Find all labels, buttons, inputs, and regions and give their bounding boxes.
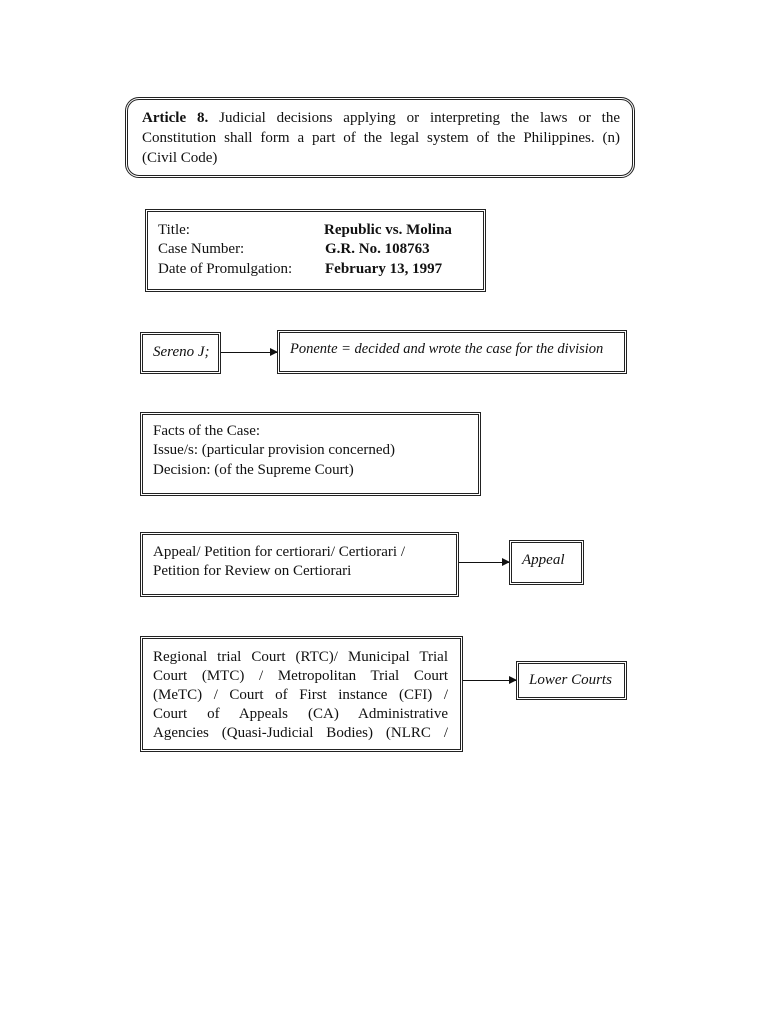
justice-box: Sereno J;	[140, 332, 221, 374]
justice-name: Sereno J;	[153, 344, 210, 360]
case-parts-box: Facts of the Case: Issue/s: (particular …	[140, 412, 481, 496]
article-line-1: Article 8. Judicial decisions applying o…	[142, 109, 620, 128]
appeal-arrow	[459, 558, 510, 566]
appeal-methods-line-2: Petition for Review on Certiorari	[153, 563, 352, 579]
case-number-value: G.R. No. 108763	[325, 241, 430, 257]
issues-label: Issue/s: (particular provision concerned…	[153, 442, 395, 458]
lower-courts-list-box: Regional trial Court (RTC)/ Municipal Tr…	[140, 636, 463, 752]
article-line-2: Constitution shall form a part of the le…	[142, 130, 620, 146]
ponente-box: Ponente = decided and wrote the case for…	[277, 330, 627, 374]
title-value: Republic vs. Molina	[324, 222, 452, 238]
lower-courts-label: Lower Courts	[529, 672, 612, 688]
facts-label: Facts of the Case:	[153, 423, 261, 439]
ponente-arrow	[221, 348, 278, 356]
lower-courts-line-2: Court (MTC) / Metropolitan Trial Court	[153, 668, 448, 684]
article-box: Article 8. Judicial decisions applying o…	[125, 97, 635, 178]
lower-courts-line-3: (MeTC) / Court of First instance (CFI) /	[153, 687, 448, 703]
lower-courts-line-1: Regional trial Court (RTC)/ Municipal Tr…	[153, 649, 448, 665]
date-label: Date of Promulgation:	[158, 261, 293, 277]
article-label: Article 8.	[142, 110, 209, 126]
article-line-1-text: Judicial decisions applying or interpret…	[219, 110, 621, 126]
case-info-box: Title: Republic vs. Molina Case Number: …	[145, 209, 486, 292]
lower-courts-line-4: Court of Appeals (CA) Administrative	[153, 706, 448, 722]
appeal-methods-line-1: Appeal/ Petition for certiorari/ Certior…	[153, 544, 405, 560]
case-number-label: Case Number:	[158, 241, 245, 257]
lower-courts-arrow	[463, 676, 517, 684]
article-line-3: (Civil Code)	[142, 150, 218, 166]
title-label: Title:	[158, 222, 190, 238]
decision-label: Decision: (of the Supreme Court)	[153, 462, 354, 478]
ponente-meaning: Ponente = decided and wrote the case for…	[290, 341, 604, 357]
lower-courts-box: Lower Courts	[516, 661, 627, 700]
date-value: February 13, 1997	[325, 261, 443, 277]
lower-courts-line-5: Agencies (Quasi-Judicial Bodies) (NLRC /	[153, 725, 448, 741]
appeal-methods-box: Appeal/ Petition for certiorari/ Certior…	[140, 532, 459, 597]
appeal-box: Appeal	[509, 540, 584, 585]
appeal-label: Appeal	[522, 552, 565, 568]
